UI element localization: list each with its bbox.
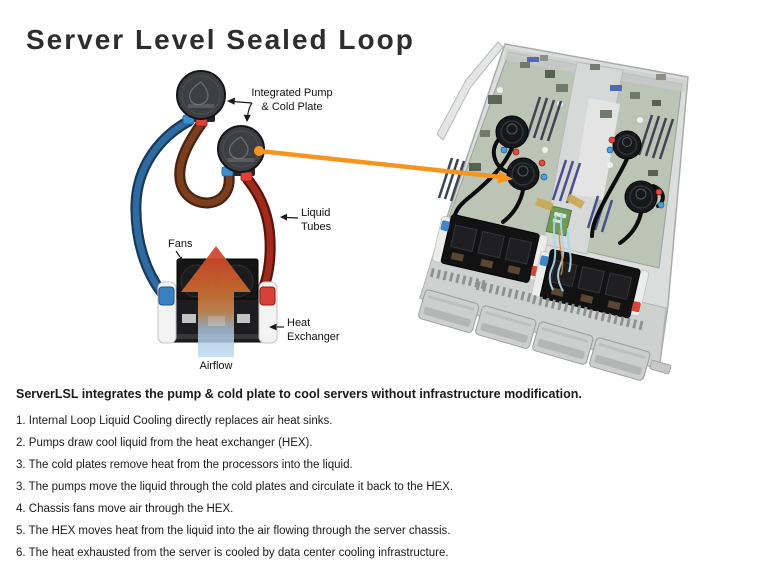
- server-pump-c: [606, 130, 642, 160]
- description-item: 5. The HEX moves heat from the liquid in…: [16, 525, 451, 537]
- description-item: 4. Chassis fans move air through the HEX…: [16, 503, 234, 515]
- description-item: 6. The heat exhausted from the server is…: [16, 547, 449, 559]
- pump-cold-plate-1: [176, 70, 226, 127]
- hot-liquid-tube: [242, 174, 276, 300]
- label-liquid-tubes: Liquid Tubes: [280, 207, 332, 233]
- airflow-arrow: [181, 246, 251, 357]
- server-components: [469, 55, 666, 176]
- label-heat-exchanger-line2: Exchanger: [287, 331, 340, 343]
- description-heading: ServerLSL integrates the pump & cold pla…: [16, 387, 582, 401]
- label-integrated-pump-line1: Integrated Pump: [251, 87, 332, 99]
- description-item: 2. Pumps draw cool liquid from the heat …: [16, 437, 313, 449]
- pump-cold-plate-2: [217, 125, 265, 182]
- server-wiring: [535, 193, 585, 292]
- label-heat-exchanger-line1: Heat: [287, 317, 310, 329]
- description-item: 3. The cold plates remove heat from the …: [16, 459, 353, 471]
- label-fans: Fans: [168, 238, 193, 263]
- description-item: 3. The pumps move the liquid through the…: [16, 481, 454, 493]
- label-integrated-pump-line2: & Cold Plate: [261, 101, 322, 113]
- server-rail: [436, 41, 504, 141]
- label-airflow: Airflow: [199, 360, 232, 372]
- description-block: ServerLSL integrates the pump & cold pla…: [16, 387, 760, 564]
- callout-arrow: [254, 146, 513, 184]
- server-coolant-tubes: [453, 136, 665, 245]
- label-liquid-tubes-line2: Tubes: [301, 221, 332, 233]
- description-item: 1. Internal Loop Liquid Cooling directly…: [16, 415, 333, 427]
- label-heat-exchanger: Heat Exchanger: [269, 317, 340, 343]
- asetek-droplet-logo: [228, 136, 249, 160]
- server-center-heatsink: [573, 98, 620, 200]
- server-pump-b: [506, 157, 548, 191]
- server-chassis-photo: [418, 41, 689, 381]
- label-fans-text: Fans: [168, 238, 193, 250]
- hex-fitting-blue: [158, 286, 175, 306]
- asetek-droplet-logo: [188, 81, 209, 106]
- cold-liquid-tube: [130, 115, 195, 299]
- server-pump-a: [495, 115, 529, 156]
- server-hex-right: [531, 249, 650, 319]
- hex-fitting-red: [259, 286, 276, 306]
- label-integrated-pump: Integrated Pump & Cold Plate: [227, 87, 333, 122]
- server-pump-d: [624, 180, 665, 214]
- warm-liquid-tube: [174, 117, 235, 209]
- label-liquid-tubes-line1: Liquid: [301, 207, 330, 219]
- loop-diagram: Integrated Pump & Cold Plate Liquid Tube…: [130, 70, 513, 372]
- page-title: Server Level Sealed Loop: [26, 24, 415, 55]
- server-vents: [429, 268, 644, 331]
- server-pump-discs: [495, 115, 665, 214]
- server-drive-bays: [418, 289, 672, 381]
- sealed-loop-illustration: Integrated Pump & Cold Plate Liquid Tube…: [130, 41, 689, 381]
